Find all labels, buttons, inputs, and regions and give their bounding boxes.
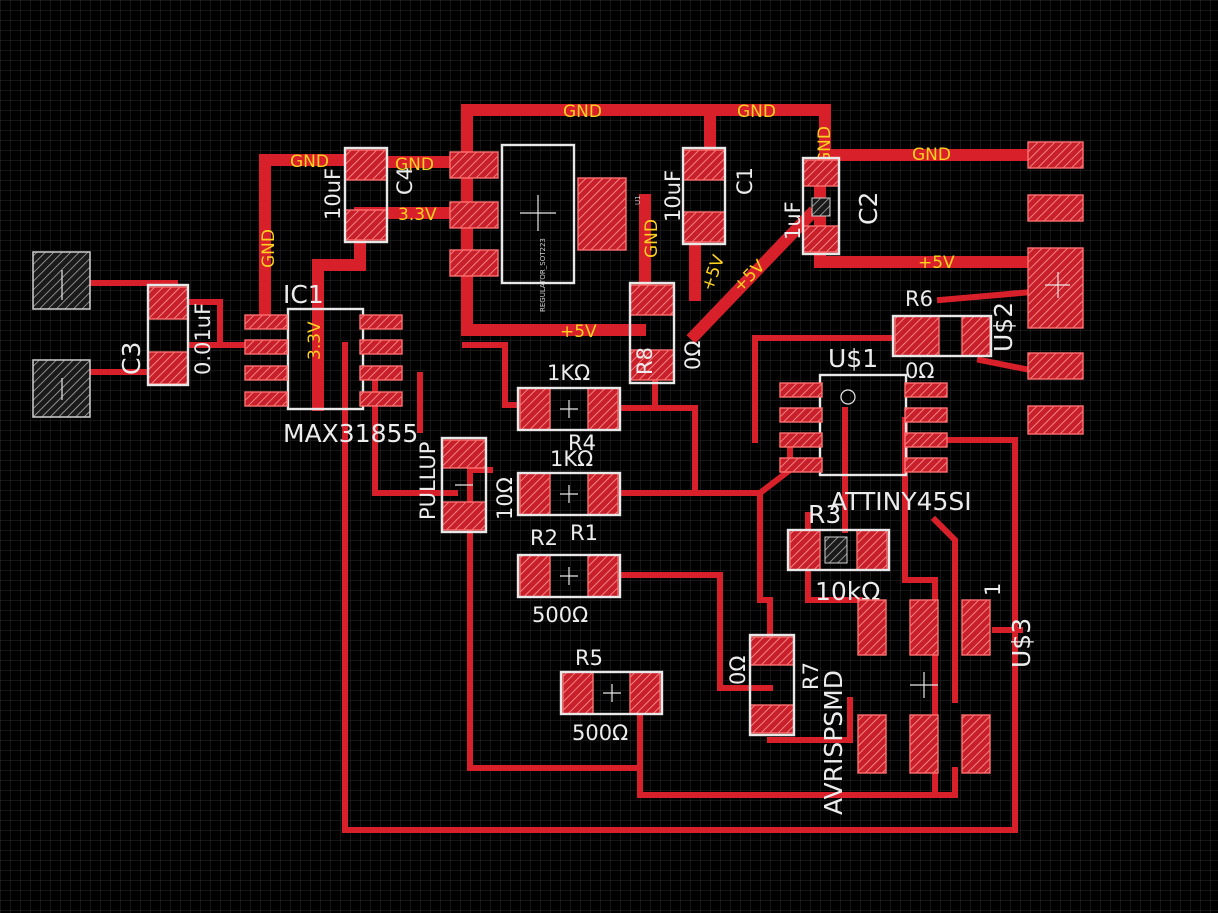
u1-name: U1 bbox=[634, 195, 642, 205]
u1-value: REGULATOR_SOT223 bbox=[539, 238, 547, 312]
header-us2[interactable]: U$2 bbox=[989, 141, 1084, 435]
c3-value: 0.01uF bbox=[191, 303, 215, 375]
net-label-3v3: 3.3V bbox=[398, 205, 437, 225]
r8-name: R8 bbox=[633, 347, 657, 375]
r5-value: 500Ω bbox=[572, 721, 628, 745]
net-label-gnd: GND bbox=[737, 102, 776, 122]
resistor-r1[interactable]: 1KΩ R1 bbox=[516, 447, 622, 545]
r1-value: 1KΩ bbox=[550, 447, 593, 471]
c4-name: C4 bbox=[393, 167, 417, 195]
avrisp-name: AVRISPSMD bbox=[819, 670, 848, 815]
capacitor-c4[interactable]: 10uF C4 bbox=[321, 146, 417, 244]
thermocouple-connector[interactable] bbox=[32, 251, 91, 418]
capacitor-c3[interactable]: C3 0.01uF bbox=[117, 283, 215, 387]
c1-value: 10uF bbox=[661, 170, 685, 222]
resistor-pullup[interactable]: PULLUP 10Ω bbox=[416, 436, 517, 534]
r2-name: R2 bbox=[530, 526, 558, 550]
r6-name: R6 bbox=[905, 287, 933, 311]
c2-value: 1uF bbox=[781, 201, 805, 240]
r7-value: 0Ω bbox=[726, 656, 750, 685]
capacitor-c2[interactable]: 1uF C2 bbox=[781, 156, 883, 256]
us2-name: U$2 bbox=[989, 302, 1018, 352]
net-label-gnd: GND bbox=[912, 145, 951, 165]
c1-name: C1 bbox=[733, 167, 757, 195]
net-label-5v: +5V bbox=[918, 253, 955, 273]
pullup-value: 10Ω bbox=[493, 477, 517, 520]
r3-name: R3 bbox=[808, 500, 841, 529]
net-label-3v3: 3.3V bbox=[305, 321, 325, 360]
net-label-gnd: GND bbox=[642, 219, 662, 258]
us3-name: U$3 bbox=[1007, 618, 1036, 668]
r1-name: R1 bbox=[570, 521, 598, 545]
net-label-gnd: GND bbox=[815, 126, 835, 165]
isp-header-avrisp[interactable]: AVRISPSMD U$3 1 bbox=[819, 583, 1036, 815]
net-label-gnd: GND bbox=[259, 229, 279, 268]
r2-value: 500Ω bbox=[532, 603, 588, 627]
net-label-gnd: GND bbox=[290, 152, 329, 172]
microcontroller-attiny45[interactable]: U$1 ATTINY45SI bbox=[779, 344, 972, 516]
r4-value: 1KΩ bbox=[547, 361, 590, 385]
r4-name: R4 bbox=[568, 431, 596, 455]
resistor-r7[interactable]: 0Ω R7 bbox=[726, 633, 823, 737]
c2-name: C2 bbox=[854, 192, 883, 225]
pullup-name: PULLUP bbox=[416, 442, 440, 520]
ic-max31855[interactable]: IC1 MAX31855 bbox=[244, 280, 418, 448]
us1-name: U$1 bbox=[828, 344, 878, 373]
r7-name: R7 bbox=[799, 662, 823, 690]
net-label-gnd: GND bbox=[563, 102, 602, 122]
net-label-gnd: GND bbox=[395, 155, 434, 175]
capacitor-c1[interactable]: 10uF C1 bbox=[661, 146, 757, 246]
r6-value: 0Ω bbox=[905, 359, 934, 383]
net-label-5v: +5V bbox=[560, 322, 597, 342]
ic1-name: IC1 bbox=[283, 280, 324, 309]
us3-pin1: 1 bbox=[981, 583, 1005, 596]
r8-value: 0Ω bbox=[681, 341, 705, 370]
resistor-r4[interactable]: 1KΩ R4 bbox=[516, 361, 622, 455]
c3-name: C3 bbox=[117, 342, 146, 375]
c4-value: 10uF bbox=[321, 168, 345, 220]
r5-name: R5 bbox=[575, 646, 603, 670]
voltage-regulator-u1[interactable]: REGULATOR_SOT223 U1 bbox=[449, 143, 642, 312]
resistor-r3[interactable]: R3 10kΩ bbox=[786, 500, 891, 606]
resistor-r2[interactable]: R2 500Ω bbox=[516, 526, 622, 627]
resistor-r8[interactable]: R8 0Ω bbox=[628, 281, 705, 385]
ic1-value: MAX31855 bbox=[283, 419, 418, 448]
us1-value: ATTINY45SI bbox=[830, 487, 972, 516]
resistor-r6[interactable]: R6 0Ω bbox=[891, 287, 993, 383]
resistor-r5[interactable]: R5 500Ω bbox=[559, 646, 664, 745]
